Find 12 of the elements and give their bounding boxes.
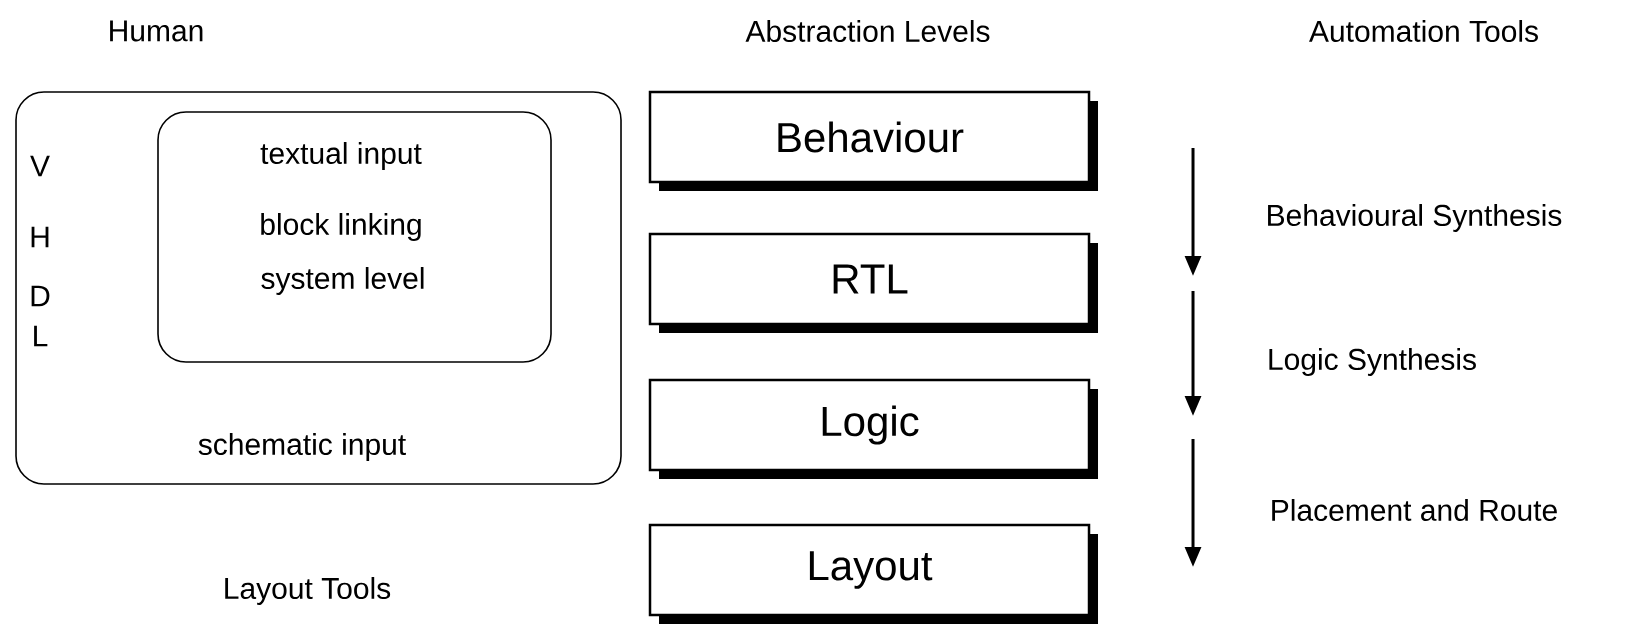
step-label: Behavioural Synthesis xyxy=(1268,204,1562,232)
step-label: Logic Synthesis xyxy=(1269,348,1476,376)
heading: Layout Tools xyxy=(225,577,391,605)
heading: Human xyxy=(110,20,203,42)
heading: Abstraction Levels xyxy=(745,20,990,42)
level-box: Layout xyxy=(648,523,1098,624)
level-box: RTL xyxy=(648,232,1098,333)
level-box: Behaviour xyxy=(648,90,1098,191)
level-box: Logic xyxy=(648,378,1098,479)
step-label: Placement and Route xyxy=(1272,499,1557,522)
heading: Automation Tools xyxy=(1309,20,1538,42)
rounded-box: textual input block linking system level xyxy=(157,111,552,363)
